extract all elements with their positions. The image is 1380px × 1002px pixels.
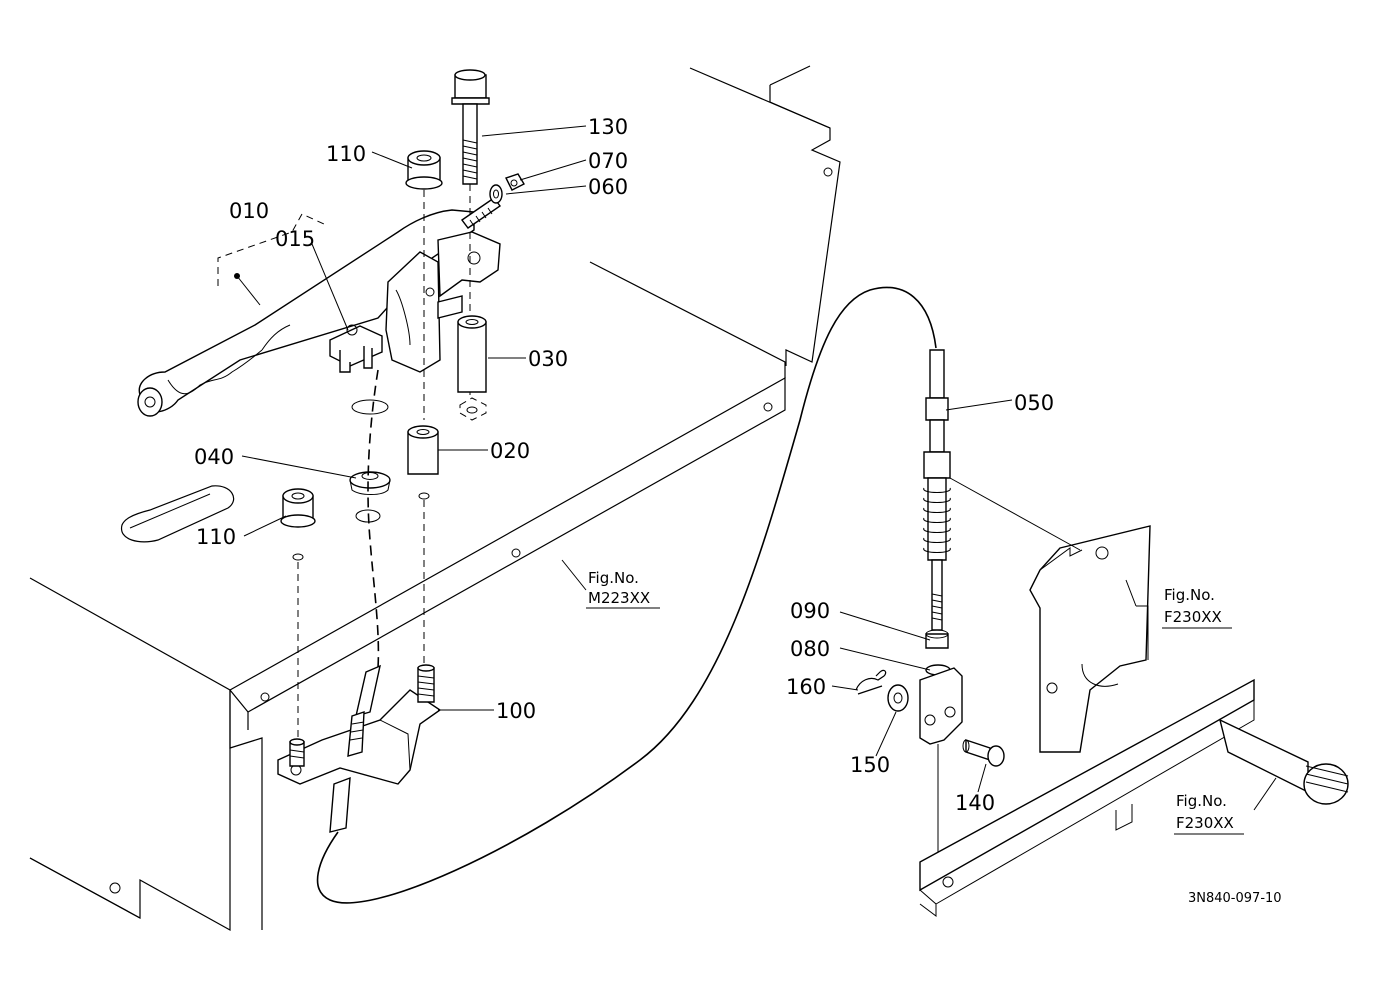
frame-panel-left bbox=[29, 577, 263, 932]
bolt-130 bbox=[451, 69, 490, 400]
callout-080: 080 bbox=[790, 637, 830, 661]
figure-code: 3N840-097-10 bbox=[1188, 891, 1282, 906]
callout-060: 060 bbox=[588, 175, 628, 199]
cotter-pin-160 bbox=[855, 669, 887, 695]
flange-nut-110-top bbox=[405, 150, 443, 420]
mount-plate bbox=[1029, 525, 1151, 753]
fig-ref-m223-line2: M223XX bbox=[588, 589, 650, 607]
brake-switch bbox=[329, 324, 383, 373]
callout-110-bottom: 110 bbox=[196, 525, 236, 549]
adjust-bolt bbox=[461, 197, 501, 229]
frame-slot bbox=[121, 485, 235, 543]
clevis-pin-140 bbox=[962, 739, 1005, 767]
frame-panel-right-upper bbox=[689, 65, 841, 366]
collar-020 bbox=[407, 425, 439, 670]
callout-010: 010 bbox=[229, 199, 269, 223]
callout-150: 150 bbox=[850, 753, 890, 777]
nut-070 bbox=[505, 173, 525, 191]
grommet-040 bbox=[349, 399, 391, 523]
fig-ref-f230-lower: Fig.No. F230XX bbox=[1174, 792, 1244, 835]
callout-020: 020 bbox=[490, 439, 530, 463]
callout-130: 130 bbox=[588, 115, 628, 139]
flange-nut-110-bottom bbox=[280, 488, 316, 740]
washer-150 bbox=[887, 684, 909, 712]
fig-ref-m223: Fig.No. M223XX bbox=[586, 569, 660, 609]
callout-090: 090 bbox=[790, 599, 830, 623]
callout-040: 040 bbox=[194, 445, 234, 469]
frame-crossmember bbox=[229, 261, 786, 730]
assembly-bracket-010 bbox=[217, 213, 325, 306]
leader-lines bbox=[241, 125, 1277, 811]
callout-140: 140 bbox=[955, 791, 995, 815]
clevis-080 bbox=[919, 664, 963, 860]
callout-110-top: 110 bbox=[326, 142, 366, 166]
callout-050: 050 bbox=[1014, 391, 1054, 415]
nut-090 bbox=[925, 629, 949, 649]
callout-015: 015 bbox=[275, 227, 315, 251]
washer-060 bbox=[489, 184, 503, 204]
fig-ref-f230-upper-line2: F230XX bbox=[1164, 608, 1222, 626]
fig-ref-f230-upper: Fig.No. F230XX bbox=[1162, 586, 1232, 629]
brake-shaft-arm bbox=[919, 678, 1349, 917]
brake-cable-050 bbox=[316, 286, 951, 904]
fig-ref-f230-upper-line1: Fig.No. bbox=[1164, 586, 1215, 604]
hand-brake-lever bbox=[137, 209, 501, 417]
callout-070: 070 bbox=[588, 149, 628, 173]
callout-100: 100 bbox=[496, 699, 536, 723]
fig-ref-m223-line1: Fig.No. bbox=[588, 569, 639, 587]
callout-160: 160 bbox=[786, 675, 826, 699]
callout-labels: 110 130 070 060 010 015 030 020 040 110 … bbox=[194, 115, 1054, 815]
fig-ref-f230-lower-line2: F230XX bbox=[1176, 814, 1234, 832]
fig-ref-f230-lower-line1: Fig.No. bbox=[1176, 792, 1227, 810]
collar-030 bbox=[457, 315, 487, 421]
callout-030: 030 bbox=[528, 347, 568, 371]
